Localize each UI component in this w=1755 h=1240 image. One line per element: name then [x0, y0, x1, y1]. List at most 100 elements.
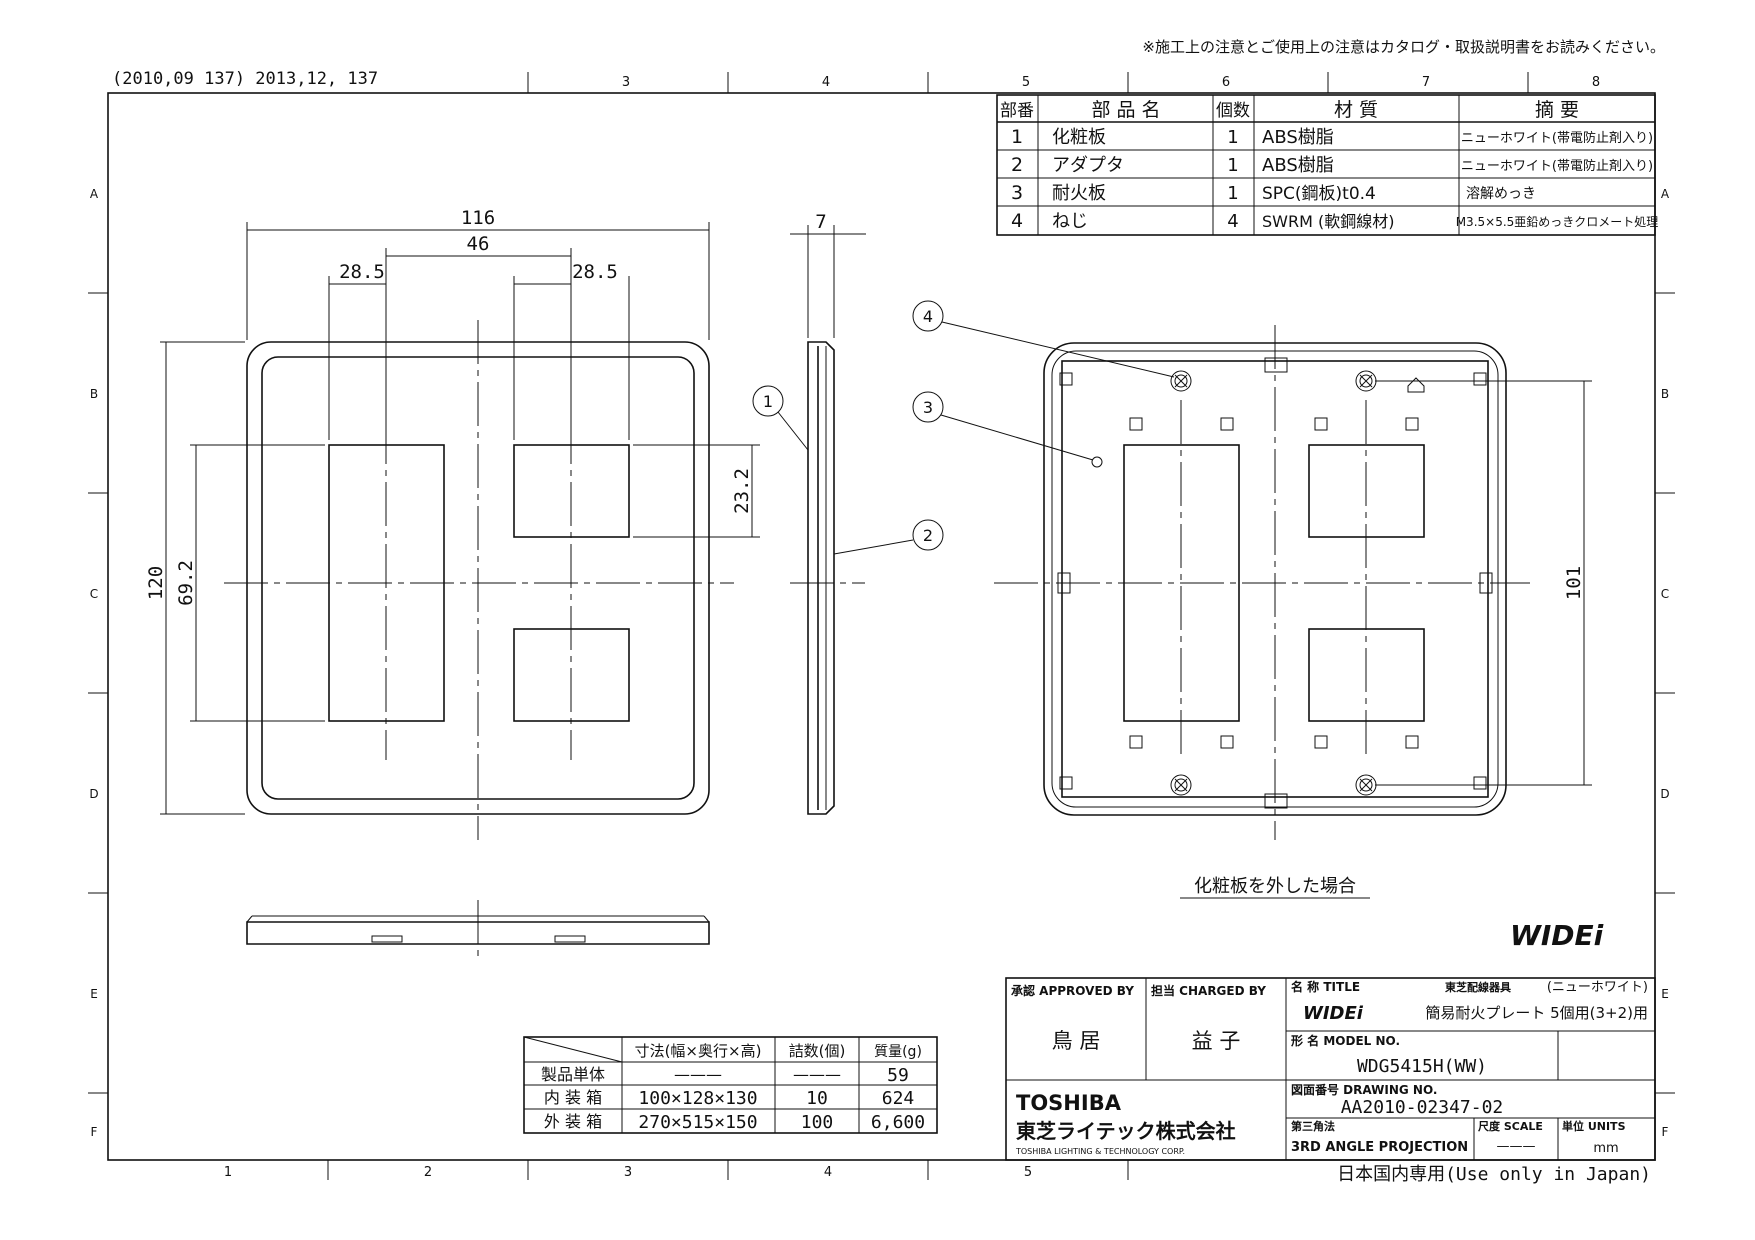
- parts-cell: ABS樹脂: [1262, 127, 1334, 148]
- packing-cell: 6,600: [871, 1112, 925, 1133]
- packing-cell: 製品単体: [541, 1065, 605, 1084]
- caption-removed: 化粧板を外した場合: [1194, 876, 1356, 897]
- parts-cell: ニューホワイト(帯電防止剤入り): [1461, 130, 1653, 146]
- approved-label: 承認 APPROVED BY: [1011, 983, 1134, 998]
- row-label: C: [1661, 587, 1669, 601]
- dim-mount-pitch: 101: [1563, 566, 1585, 600]
- rear-view: [994, 325, 1530, 840]
- col-label: 4: [824, 1165, 832, 1180]
- dimension-lines-top: [246, 222, 710, 440]
- dim-width: 116: [461, 207, 495, 229]
- title-color: (ニューホワイト): [1547, 980, 1648, 995]
- company-logo-en: TOSHIBA: [1016, 1091, 1122, 1115]
- packing-cell: 10: [806, 1088, 828, 1109]
- row-ticks: [88, 292, 1675, 1094]
- charged-name: 益 子: [1192, 1029, 1241, 1053]
- parts-cell: M3.5×5.5亜鉛めっきクロメート処理: [1456, 215, 1659, 229]
- company-logo-ja: 東芝ライテック株式会社: [1016, 1119, 1236, 1143]
- parts-cell: 1: [1227, 127, 1238, 148]
- row-label: B: [1661, 387, 1669, 401]
- packing-header: 寸法(幅×奥行×高): [635, 1042, 762, 1060]
- parts-cell: 1: [1227, 183, 1238, 204]
- col-label: 3: [624, 1165, 632, 1180]
- packing-cell: 59: [887, 1065, 909, 1086]
- packing-cell: ———: [793, 1065, 841, 1084]
- dimension-lines-left: [160, 341, 325, 815]
- dim-left-offset: 28.5: [339, 261, 385, 283]
- title-category: 東芝配線器具: [1445, 980, 1511, 994]
- drawing-frame: [107, 92, 1656, 1161]
- revision-text: (2010,09 137) 2013,12, 137: [112, 69, 378, 89]
- units-value: mm: [1593, 1141, 1618, 1156]
- callout-2-label: 2: [923, 526, 933, 545]
- col-label: 7: [1422, 75, 1430, 90]
- parts-cell: 溶解めっき: [1466, 186, 1536, 202]
- model-value: WDG5415H(WW): [1357, 1056, 1487, 1077]
- dim-opening-height: 69.2: [175, 560, 197, 606]
- row-label: A: [90, 187, 99, 201]
- title-logo: WIDEi: [1303, 1003, 1364, 1024]
- packing-header: 詰数(個): [789, 1042, 846, 1060]
- front-view: [224, 320, 734, 840]
- scale-value: ———: [1497, 1139, 1536, 1154]
- parts-cell: アダプタ: [1052, 155, 1124, 176]
- parts-header: 個数: [1216, 101, 1250, 121]
- parts-header: 摘 要: [1535, 99, 1579, 121]
- parts-cell: ABS樹脂: [1262, 155, 1334, 176]
- screw-icon: [1355, 370, 1377, 392]
- parts-cell: 耐火板: [1052, 183, 1106, 204]
- row-label: F: [91, 1125, 98, 1139]
- row-label: B: [90, 387, 98, 401]
- parts-cell: 3: [1011, 182, 1023, 204]
- title-label: 名 称 TITLE: [1291, 979, 1360, 994]
- packing-cell: 外 装 箱: [544, 1112, 602, 1131]
- col-label: 3: [622, 75, 630, 90]
- col-label: 8: [1592, 75, 1600, 90]
- approved-name: 鳥 居: [1052, 1029, 1101, 1053]
- title-name: 簡易耐火プレート 5個用(3+2)用: [1425, 1004, 1648, 1022]
- drawing-value: AA2010-02347-02: [1341, 1097, 1504, 1118]
- row-label: A: [1661, 187, 1670, 201]
- screw-icon: [1355, 774, 1377, 796]
- notice-text: ※施工上の注意とご使用上の注意はカタログ・取扱説明書をお読みください。: [1142, 38, 1665, 56]
- packing-cell: 624: [882, 1088, 915, 1109]
- parts-header: 部 品 名: [1091, 99, 1160, 121]
- parts-table: [996, 94, 1656, 236]
- row-label: E: [1661, 987, 1669, 1001]
- parts-header: 部番: [1000, 101, 1034, 121]
- col-label: 4: [822, 75, 830, 90]
- projection-value: 3RD ANGLE PROJECTION: [1291, 1140, 1468, 1155]
- row-label: C: [90, 587, 98, 601]
- screw-icon: [1170, 370, 1192, 392]
- row-label: F: [1662, 1125, 1669, 1139]
- col-label: 2: [424, 1165, 432, 1180]
- bottom-view: [246, 900, 710, 960]
- side-view: [790, 225, 866, 815]
- dimension-lines-rear: [1375, 380, 1592, 786]
- row-label: D: [1660, 787, 1669, 801]
- wide-logo: WIDEi: [1510, 919, 1604, 952]
- parts-cell: 4: [1227, 211, 1238, 232]
- parts-cell: 1: [1011, 126, 1023, 148]
- callout-2: [833, 519, 944, 555]
- callout-3-label: 3: [923, 398, 933, 417]
- dim-right-offset: 28.5: [572, 261, 618, 283]
- dim-small-opening: 23.2: [731, 468, 753, 514]
- callout-4: [912, 300, 1175, 378]
- dimension-lines-right: [633, 444, 760, 538]
- parts-cell: SPC(鋼板)t0.4: [1262, 184, 1376, 204]
- parts-cell: 4: [1011, 210, 1023, 232]
- callout-4-label: 4: [923, 307, 933, 326]
- row-label: D: [89, 787, 98, 801]
- parts-cell: 化粧板: [1052, 127, 1106, 148]
- col-label: 6: [1222, 75, 1230, 90]
- column-ticks-bottom: [327, 1160, 1129, 1180]
- charged-label: 担当 CHARGED BY: [1151, 983, 1266, 998]
- projection-label: 第三角法: [1291, 1119, 1335, 1133]
- parts-cell: SWRM (軟鋼線材): [1262, 212, 1394, 231]
- callout-3: [912, 391, 1094, 461]
- packing-cell: 100: [801, 1112, 834, 1133]
- packing-cell: 内 装 箱: [544, 1088, 602, 1107]
- callout-1-label: 1: [763, 392, 773, 411]
